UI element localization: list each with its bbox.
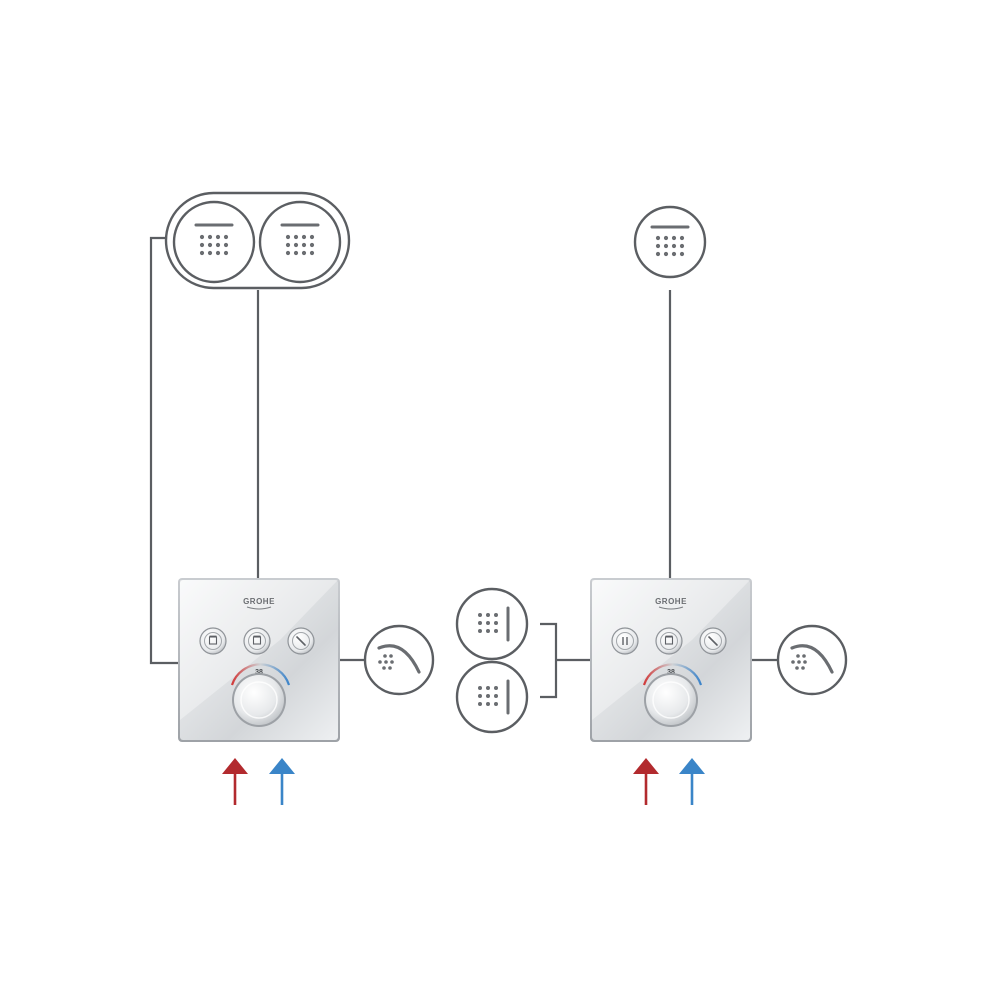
brand-logo: GROHE	[655, 597, 687, 606]
left-loop-line	[149, 236, 182, 665]
body-jet-icon	[455, 587, 529, 661]
rain-shower-icon	[633, 205, 707, 279]
left-system: GROHE 38	[149, 191, 435, 805]
right-thermostat-plate: GROHE 38	[590, 578, 752, 742]
hand-shower-icon	[363, 624, 435, 696]
cold-water-arrow-icon	[269, 758, 295, 805]
hand-shower-button[interactable]	[287, 627, 315, 655]
hot-water-arrow-icon	[633, 758, 659, 805]
hot-water-arrow-icon	[222, 758, 248, 805]
brand-logo: GROHE	[243, 597, 275, 606]
temperature-knob[interactable]	[644, 673, 698, 727]
shower-head-button[interactable]	[199, 627, 227, 655]
hand-shower-icon	[776, 624, 848, 696]
body-jet-button[interactable]	[611, 627, 639, 655]
right-bodyjet-line	[540, 622, 558, 699]
temperature-mark: 38	[667, 669, 675, 676]
cold-water-arrow-icon	[679, 758, 705, 805]
shower-head-button[interactable]	[243, 627, 271, 655]
hand-shower-button[interactable]	[699, 627, 727, 655]
shower-head-button[interactable]	[655, 627, 683, 655]
temperature-knob[interactable]	[232, 673, 286, 727]
body-jet-icon	[455, 660, 529, 734]
left-thermostat-plate: GROHE 38	[178, 578, 340, 742]
rain-shower-icon	[172, 200, 256, 284]
rain-shower-icon	[258, 200, 342, 284]
right-system: GROHE 38	[455, 205, 848, 805]
temperature-mark: 38	[255, 669, 263, 676]
